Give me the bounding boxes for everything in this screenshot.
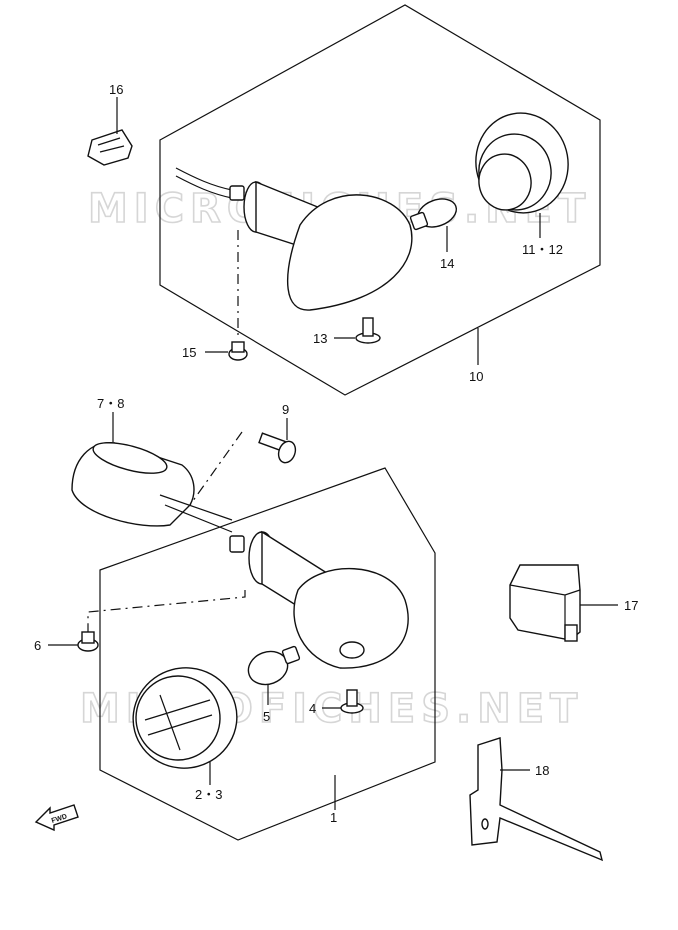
upper-lens-11-12 [475, 112, 569, 214]
callout-14: 14 [440, 256, 454, 271]
nut-15 [228, 341, 248, 361]
callout-9: 9 [282, 402, 289, 417]
lower-lens-2-3 [132, 667, 238, 769]
callout-4: 4 [309, 701, 316, 716]
bolt-dash-line [189, 431, 243, 506]
bulb-5 [247, 645, 301, 686]
bulb-14 [409, 198, 458, 231]
callout-7-8: 7・8 [97, 396, 124, 411]
callout-11-12: 11・12 [522, 242, 563, 257]
callout-6: 6 [34, 638, 41, 653]
bracket-18 [469, 737, 604, 862]
lower-assembly-frame [99, 467, 436, 841]
screw-13 [355, 317, 381, 344]
callout-16: 16 [109, 82, 123, 97]
fwd-arrow-icon: FWD [34, 804, 79, 832]
lower-turn-signal-body [229, 530, 409, 669]
callout-13: 13 [313, 331, 327, 346]
lower-dash-line [87, 590, 246, 632]
bracket-7-8 [71, 442, 233, 533]
callout-1: 1 [330, 810, 337, 825]
clamp-16 [87, 129, 133, 166]
upper-assembly-frame [159, 4, 601, 396]
callout-2-3: 2・3 [195, 787, 222, 802]
nut-6 [77, 631, 99, 652]
bolt-9 [258, 432, 297, 464]
fwd-label: FWD [51, 813, 68, 825]
upper-turn-signal-body [229, 180, 413, 311]
upper-wire [175, 167, 233, 199]
callout-10: 10 [469, 369, 483, 384]
callout-5: 5 [263, 709, 270, 724]
relay-17 [509, 564, 581, 642]
callout-17: 17 [624, 598, 638, 613]
callout-15: 15 [182, 345, 196, 360]
callout-18: 18 [535, 763, 549, 778]
